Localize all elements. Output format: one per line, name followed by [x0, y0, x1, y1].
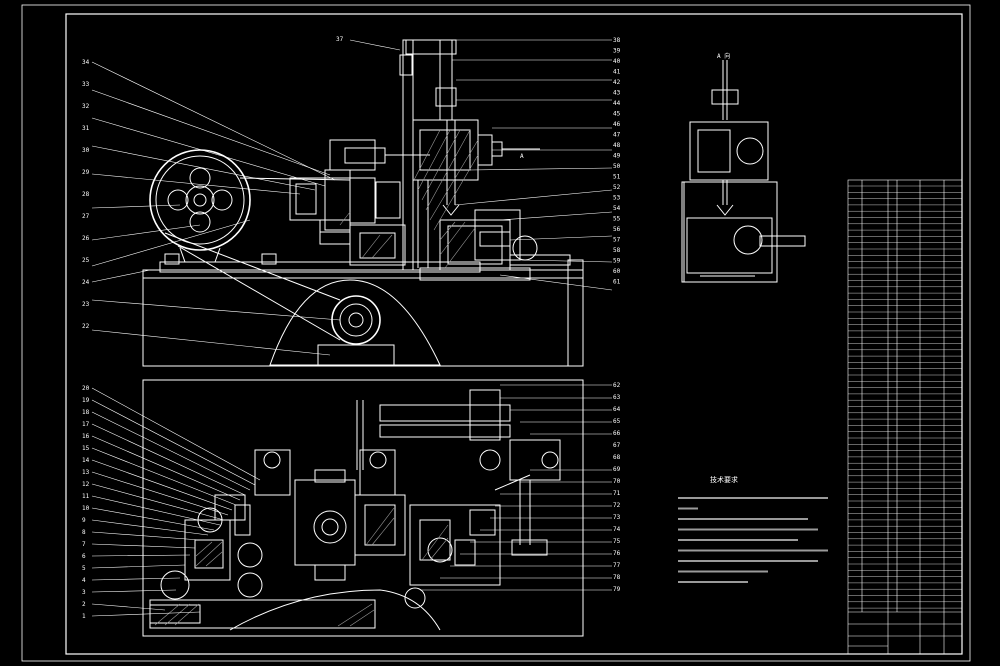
callout-49: 49 — [613, 153, 621, 160]
callouts-top-right: 38 39 40 41 42 43 44 45 46 47 48 49 50 51 52 53 54 55 56 57… — [613, 37, 621, 286]
callout-70: 70 — [613, 478, 621, 485]
callout-10: 10 — [82, 505, 90, 512]
callout-48: 48 — [613, 142, 621, 149]
callout-37: 37 — [336, 36, 344, 43]
callout-76: 76 — [613, 550, 621, 557]
callout-75: 75 — [613, 538, 621, 545]
callout-64: 64 — [613, 406, 621, 413]
callout-47: 47 — [613, 132, 621, 139]
callout-42: 42 — [613, 79, 621, 86]
callout-41: 41 — [613, 69, 621, 76]
callout-62: 62 — [613, 382, 621, 389]
callouts-top-left: 34 33 32 31 30 29 28 27 26 25 24 23 22 — [82, 59, 90, 330]
callout-11: 11 — [82, 493, 90, 500]
callout-29: 29 — [82, 169, 90, 176]
callout-45: 45 — [613, 111, 621, 118]
callout-8: 8 — [82, 529, 86, 536]
callout-7: 7 — [82, 541, 86, 548]
callout-79: 79 — [613, 586, 621, 593]
callout-23: 23 — [82, 301, 90, 308]
parts-list-table — [847, 179, 963, 655]
callout-43: 43 — [613, 90, 621, 97]
callout-4: 4 — [82, 577, 86, 584]
callout-18: 18 — [82, 409, 90, 416]
callout-28: 28 — [82, 191, 90, 198]
callout-65: 65 — [613, 418, 621, 425]
callout-31: 31 — [82, 125, 90, 132]
callout-33: 33 — [82, 81, 90, 88]
callout-50: 50 — [613, 163, 621, 170]
section-marker: A — [520, 153, 524, 160]
callout-34: 34 — [82, 59, 90, 66]
aux-view — [681, 60, 806, 283]
callout-55: 55 — [613, 216, 621, 223]
notes-title: 技术要求 — [710, 475, 738, 484]
callout-54: 54 — [613, 205, 621, 212]
front-view-hatching — [339, 129, 479, 269]
aux-view-title: A 向 — [717, 52, 730, 60]
callout-39: 39 — [613, 48, 621, 55]
callout-59: 59 — [613, 258, 621, 265]
callout-26: 26 — [82, 235, 90, 242]
callout-14: 14 — [82, 457, 90, 464]
callout-25: 25 — [82, 257, 90, 264]
callout-56: 56 — [613, 226, 621, 233]
callout-13: 13 — [82, 469, 90, 476]
callout-73: 73 — [613, 514, 621, 521]
callout-20: 20 — [82, 385, 90, 392]
callout-12: 12 — [82, 481, 90, 488]
callout-63: 63 — [613, 394, 621, 401]
parts-list-rows — [848, 185, 962, 609]
callout-6: 6 — [82, 553, 86, 560]
callout-1: 1 — [82, 613, 86, 620]
callout-19: 19 — [82, 397, 90, 404]
callout-71: 71 — [613, 490, 621, 497]
callout-61: 61 — [613, 279, 621, 286]
callout-32: 32 — [82, 103, 90, 110]
callout-57: 57 — [613, 237, 621, 244]
callout-30: 30 — [82, 147, 90, 154]
callout-51: 51 — [613, 174, 621, 181]
callout-27: 27 — [82, 213, 90, 220]
plan-view-leaders — [91, 384, 612, 617]
plan-view-hatching — [154, 507, 449, 627]
callout-24: 24 — [82, 279, 90, 286]
callout-69: 69 — [613, 466, 621, 473]
callout-77: 77 — [613, 562, 621, 569]
callout-78: 78 — [613, 574, 621, 581]
callouts-bottom-right: 62 63 64 65 66 67 68 69 70 71 72 73 74 75 76 77 78 79 — [613, 382, 621, 593]
callout-67: 67 — [613, 442, 621, 449]
plan-view — [142, 379, 584, 637]
callout-5: 5 — [82, 565, 86, 572]
callout-66: 66 — [613, 430, 621, 437]
callout-44: 44 — [613, 100, 621, 107]
callout-40: 40 — [613, 58, 621, 65]
callout-17: 17 — [82, 421, 90, 428]
front-view — [142, 39, 584, 367]
callout-2: 2 — [82, 601, 86, 608]
callout-46: 46 — [613, 121, 621, 128]
callout-16: 16 — [82, 433, 90, 440]
callout-74: 74 — [613, 526, 621, 533]
callout-3: 3 — [82, 589, 86, 596]
callout-38: 38 — [613, 37, 621, 44]
callout-68: 68 — [613, 454, 621, 461]
technical-notes: 技术要求 — [678, 475, 828, 583]
callout-58: 58 — [613, 247, 621, 254]
callout-53: 53 — [613, 195, 621, 202]
callout-9: 9 — [82, 517, 86, 524]
callouts-bottom-left: 20 19 18 17 16 15 14 13 12 11 10 9 8 7 6 5 4 3 2 1 — [82, 385, 90, 620]
front-view-leaders — [91, 39, 613, 356]
callout-15: 15 — [82, 445, 90, 452]
callout-72: 72 — [613, 502, 621, 509]
callout-60: 60 — [613, 268, 621, 275]
callout-52: 52 — [613, 184, 621, 191]
callout-22: 22 — [82, 323, 90, 330]
